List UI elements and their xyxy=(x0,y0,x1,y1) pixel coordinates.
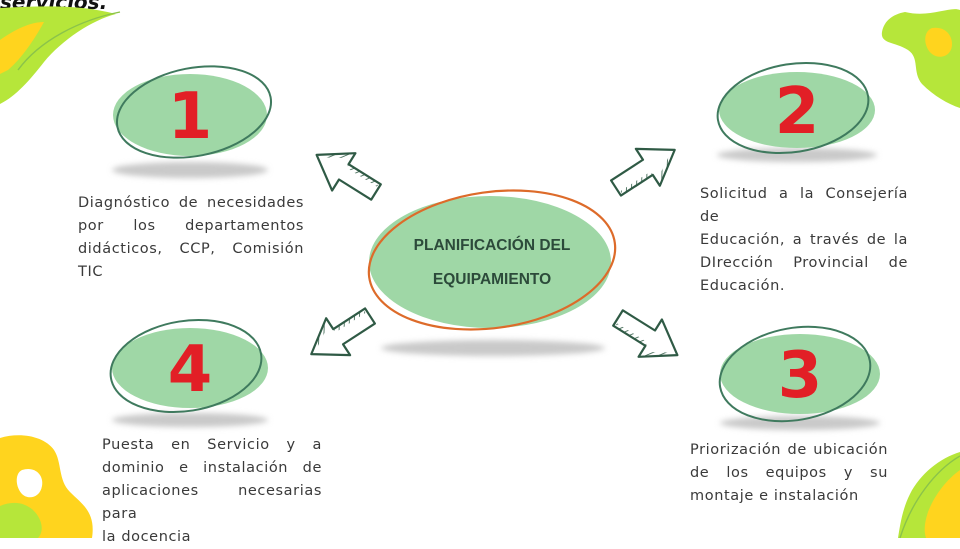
decoration-top-right xyxy=(881,9,960,108)
step-2-text: Solicitud a la Consejería de Educación, … xyxy=(700,183,908,298)
step-4-text: Puesta en Servicio y a dominio e instala… xyxy=(102,434,322,549)
step-1-line: didácticos, CCP, Comisión TIC xyxy=(78,241,304,280)
step-3-line: montaje e instalación xyxy=(690,488,859,504)
step-4-line: dominio e instalación de xyxy=(102,460,322,476)
step-1-circle: 1 xyxy=(112,65,273,178)
step-2-circle: 2 xyxy=(716,61,877,162)
decoration-top-left xyxy=(0,6,121,105)
step-3-circle: 3 xyxy=(718,325,880,430)
center-title-line2: EQUIPAMIENTO xyxy=(433,271,551,288)
center-title-line1: PLANIFICACIÓN DEL xyxy=(414,236,571,254)
step-3-line: Priorización de ubicación xyxy=(690,442,888,458)
step-4-circle: 4 xyxy=(109,318,268,427)
arrow-to-step-2 xyxy=(602,130,688,208)
step-2-line: Solicitud a la Consejería de xyxy=(700,186,908,225)
step-3-text: Priorización de ubicación de los equipos… xyxy=(690,439,888,508)
step-1-line: por los departamentos xyxy=(78,218,304,234)
step-1-text: Diagnóstico de necesidades por los depar… xyxy=(78,192,304,284)
step-1-line: Diagnóstico de necesidades xyxy=(78,195,304,211)
step-2-line: Educación, a través de la xyxy=(700,232,908,248)
arrow-to-step-4 xyxy=(298,296,384,374)
step-3-line: de los equipos y su xyxy=(690,465,888,481)
step-2-line: Educación. xyxy=(700,278,786,294)
step-1-number: 1 xyxy=(168,80,213,154)
step-4-line: Puesta en Servicio y a xyxy=(102,437,322,453)
step-2-line: DIrección Provincial de xyxy=(700,255,908,271)
decoration-bottom-left xyxy=(0,435,93,538)
step-4-number: 4 xyxy=(168,333,213,407)
arrow-to-step-1 xyxy=(303,135,389,212)
arrow-to-step-3 xyxy=(605,298,691,375)
decoration-bottom-right xyxy=(898,452,960,538)
step-3-number: 3 xyxy=(778,339,823,413)
step-2-number: 2 xyxy=(775,75,820,149)
diagram-canvas: 1 2 3 4 PLANIFICACIÓN DEL EQUIPAMIENTO xyxy=(0,6,960,538)
center-node: PLANIFICACIÓN DEL EQUIPAMIENTO xyxy=(367,189,617,356)
step-4-line: aplicaciones necesarias para xyxy=(102,483,322,522)
